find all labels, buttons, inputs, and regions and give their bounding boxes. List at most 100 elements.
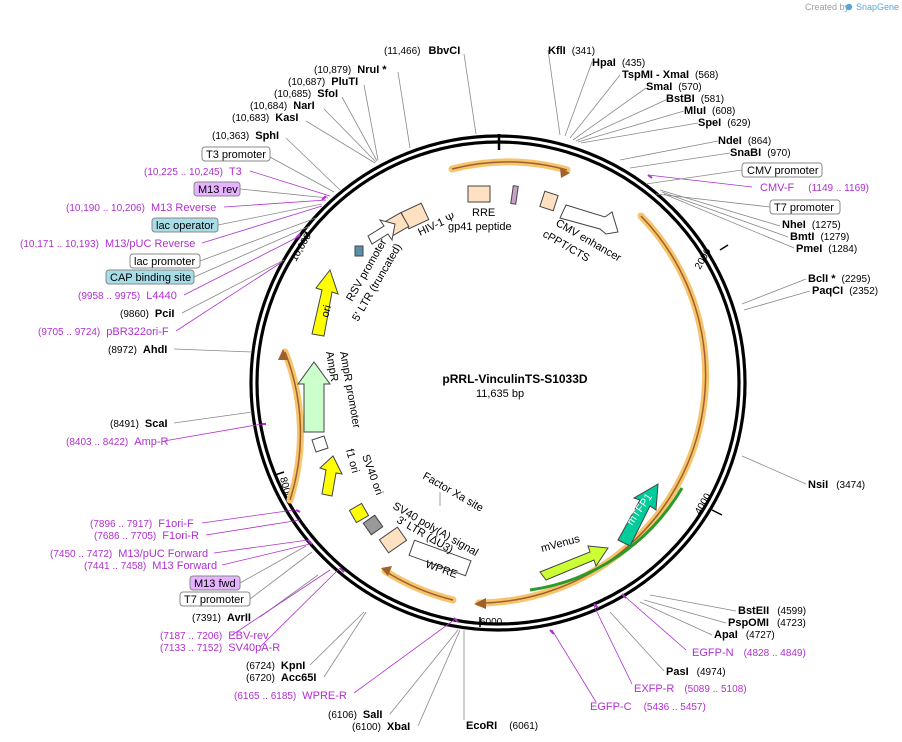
svg-text:(7187 .. 7206)EBV-rev: (7187 .. 7206)EBV-rev (160, 630, 269, 642)
site-pos: (581) (701, 94, 724, 105)
t3-promoter-box (201, 146, 271, 162)
site-pos: (970) (767, 148, 790, 159)
svg-text:PasI(4974): PasI(4974) (666, 666, 726, 678)
site-name: AhdI (143, 344, 167, 356)
svg-text:(6724)KpnI: (6724) KpnI (246, 660, 305, 672)
primer-name: Amp-R (134, 436, 168, 448)
primer-pos: (7450 .. 7472) (50, 549, 112, 560)
orf-arrowhead-left (278, 349, 288, 360)
site-pos: (10,879) (314, 65, 351, 76)
site-name: SmaI (646, 81, 672, 93)
site-name: KasI (275, 112, 298, 124)
site-name: SfoI (317, 88, 338, 100)
site-name: BstBI (666, 93, 695, 105)
lac-operator-box (151, 217, 219, 233)
site-name: HpaI (592, 57, 616, 69)
site-pos: (2295) (842, 274, 871, 285)
tick-label-6000: 6000 (480, 617, 503, 628)
lac-operator-label: lac operator (156, 220, 214, 232)
svg-text:MluI(608): MluI(608) (684, 105, 735, 117)
svg-text:(7896 .. 7917)F1ori-F: (7896 .. 7917)F1ori-F (90, 518, 194, 530)
site-pos: (1284) (828, 244, 857, 255)
gp41-box (510, 185, 519, 205)
svg-text:(6720)Acc65I: (6720)Acc65I (246, 672, 316, 684)
svg-text:(7391)AvrII: (7391)AvrII (192, 612, 251, 624)
m13-fwd-box (189, 575, 241, 591)
svg-text:TspMI - XmaI(568): TspMI - XmaI(568) (622, 69, 718, 81)
site-pos: (9860) (120, 309, 149, 320)
lac-promoter-box (129, 253, 201, 269)
site-pos: (4723) (777, 618, 806, 629)
primer-pos: (7133 .. 7152) (160, 643, 222, 654)
svg-text:NdeI(864): NdeI (864) (718, 135, 771, 147)
f1-label: f1 ori (343, 448, 361, 475)
primer-name: WPRE-R (302, 690, 347, 702)
site-name: NheI (782, 219, 806, 231)
primer-name: M13 Forward (152, 560, 217, 572)
primer-name: SV40pA-R (228, 642, 280, 654)
primer-pos: (6165 .. 6185) (234, 691, 296, 702)
svg-text:KflI(341): KflI(341) (548, 45, 595, 57)
primer-pos: (9705 .. 9724) (38, 327, 100, 338)
primer-pos: (10,190 .. 10,206) (66, 203, 145, 214)
t7-promoter-box-left (179, 591, 251, 607)
site-name: ApaI (714, 629, 738, 641)
primer-name: F1ori-R (162, 530, 199, 542)
primer-name: pBR322ori-F (106, 326, 169, 338)
t7-promoter-box-right (769, 199, 841, 215)
plasmid-name: pRRL-VinculinTS-S1033D (442, 372, 587, 386)
site-pos: (6720) (246, 673, 275, 684)
site-pos: (10,687) (288, 77, 325, 88)
ltr3-box (378, 526, 408, 554)
svg-text:(10,684)NarI: (10,684)NarI (250, 100, 315, 112)
f1-ori-arrow (319, 455, 343, 497)
ori-arrow (311, 268, 339, 337)
primer-name: EGFP-N (692, 647, 734, 659)
wpre-box (408, 539, 472, 577)
svg-text:(9958 .. 9975)L4440: (9958 .. 9975)L4440 (78, 290, 177, 302)
site-name: PasI (666, 666, 689, 678)
site-pos: (3474) (836, 480, 865, 491)
t3-promoter-label: T3 promoter (206, 149, 266, 161)
site-pos: (6724) (246, 661, 275, 672)
orf-arcs (278, 158, 710, 609)
site-pos: (864) (748, 136, 771, 147)
ampr-arrow (297, 361, 331, 433)
svg-text:(10,683)KasI: (10,683) KasI (232, 112, 299, 124)
primer-pos: (10,225 .. 10,245) (144, 167, 223, 178)
svg-text:(10,363)SphI: (10,363)SphI (212, 130, 279, 142)
primers: (10,225 .. 10,245)T3 (10,190 .. 10,206)M… (20, 166, 869, 713)
primer-pos: (7187 .. 7206) (160, 631, 222, 642)
cmv-enhancer-arrow (559, 204, 619, 235)
site-pos: (4727) (746, 630, 775, 641)
site-pos: (10,363) (212, 131, 249, 142)
site-name: KpnI (281, 660, 305, 672)
svg-text:(6106)SalI: (6106)SalI (328, 709, 382, 721)
site-pos: (1275) (812, 220, 841, 231)
primer-pos: (9958 .. 9975) (78, 291, 140, 302)
mvenus-label: mVenus (540, 533, 582, 555)
cppt-box (539, 190, 559, 212)
site-name: NsiI (808, 479, 828, 491)
site-pos: (6106) (328, 710, 357, 721)
snapgene-brand: SnapGene (856, 2, 899, 12)
site-name: BmtI (790, 231, 814, 243)
site-pos: (10,683) (232, 113, 269, 124)
site-pos: (10,684) (250, 101, 287, 112)
orf-arrowhead-bottom (381, 566, 392, 576)
mvenus-arrow (539, 545, 609, 581)
site-pos: (608) (712, 106, 735, 117)
primer-pos: (1149 .. 1169) (808, 183, 869, 194)
ring-marks (262, 174, 653, 635)
inner-features: WPRE (297, 185, 684, 592)
rre-box (467, 185, 491, 203)
svg-text:(6100)XbaI: (6100)XbaI (352, 721, 410, 733)
site-pos: (6061) (509, 721, 538, 732)
site-name: NdeI (718, 135, 742, 147)
m13-fwd-label: M13 fwd (194, 578, 236, 590)
factorxa-label: Factor Xa site (421, 470, 486, 514)
svg-text:SmaI(570): SmaI(570) (646, 81, 702, 93)
site-pos: (11,466) (384, 46, 421, 57)
site-name: PciI (155, 308, 175, 320)
